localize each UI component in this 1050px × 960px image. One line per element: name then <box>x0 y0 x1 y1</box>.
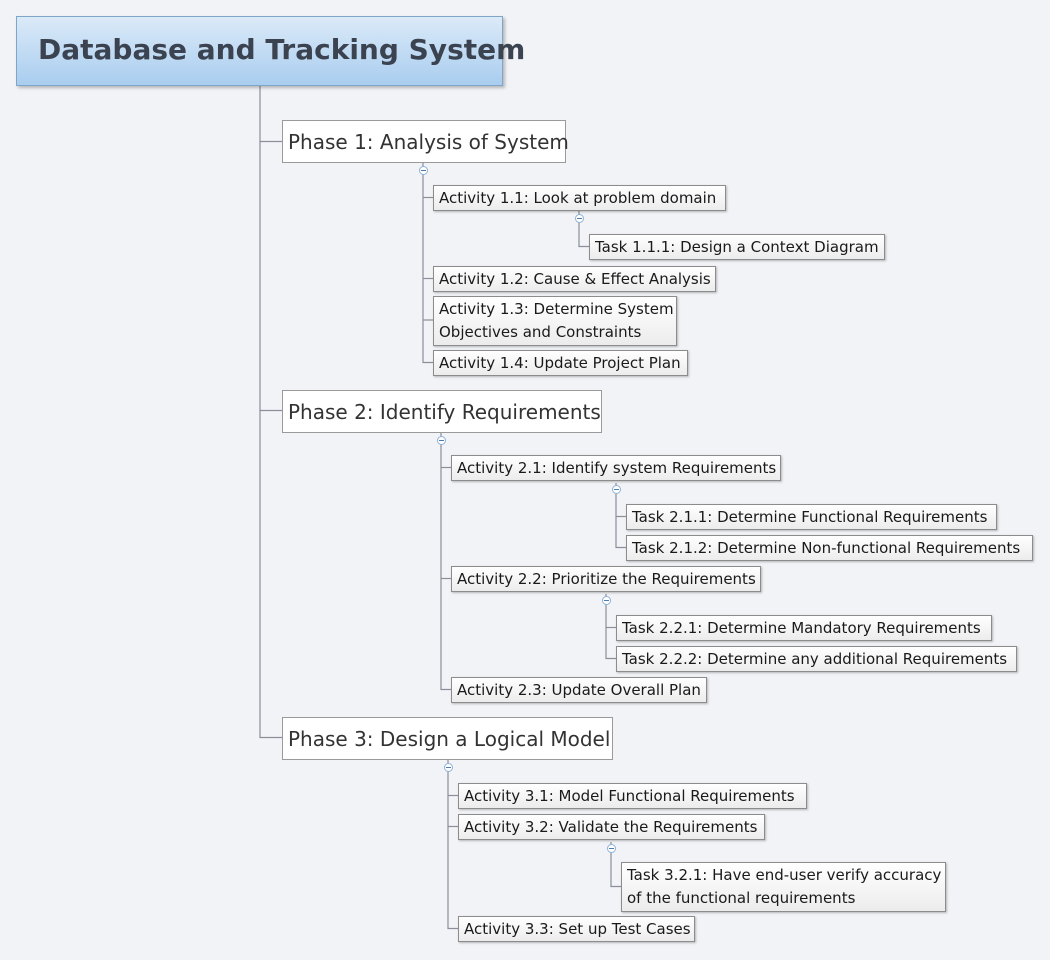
collapse-activity-1-1-icon[interactable] <box>575 214 584 223</box>
task-2-1-2-topic[interactable]: Task 2.1.2: Determine Non-functional Req… <box>626 535 1033 561</box>
activity-1-1-topic[interactable]: Activity 1.1: Look at problem domain <box>433 185 726 211</box>
activity-2-3-topic[interactable]: Activity 2.3: Update Overall Plan <box>451 677 707 703</box>
task-3-2-1-topic[interactable]: Task 3.2.1: Have end-user verify accurac… <box>621 862 946 912</box>
activity-2-2-topic[interactable]: Activity 2.2: Prioritize the Requirement… <box>451 566 761 592</box>
collapse-activity-2-1-icon[interactable] <box>612 485 621 494</box>
activity-3-2-topic[interactable]: Activity 3.2: Validate the Requirements <box>458 814 765 840</box>
activity-1-4-topic[interactable]: Activity 1.4: Update Project Plan <box>433 350 688 376</box>
activity-3-1-topic[interactable]: Activity 3.1: Model Functional Requireme… <box>458 783 807 809</box>
activity-1-3-topic[interactable]: Activity 1.3: Determine System Objective… <box>433 296 677 346</box>
phase-2-topic[interactable]: Phase 2: Identify Requirements <box>282 390 602 433</box>
task-2-2-1-topic[interactable]: Task 2.2.1: Determine Mandatory Requirem… <box>616 615 992 641</box>
activity-3-3-topic[interactable]: Activity 3.3: Set up Test Cases <box>458 916 695 942</box>
root-topic[interactable]: Database and Tracking System <box>16 16 525 86</box>
activity-1-2-topic[interactable]: Activity 1.2: Cause & Effect Analysis <box>433 266 716 292</box>
phase-1-topic[interactable]: Phase 1: Analysis of System <box>282 120 569 163</box>
activity-2-1-topic[interactable]: Activity 2.1: Identify system Requiremen… <box>451 455 781 481</box>
task-3-2-1-line-1: Task 3.2.1: Have end-user verify accurac… <box>627 866 942 884</box>
collapse-activity-2-2-icon[interactable] <box>602 596 611 605</box>
phase-3-topic[interactable]: Phase 3: Design a Logical Model <box>282 717 613 760</box>
collapse-phase-1-icon[interactable] <box>419 166 428 175</box>
collapse-phase-3-icon[interactable] <box>444 763 453 772</box>
activity-1-3-line-1: Activity 1.3: Determine System <box>439 300 674 318</box>
collapse-activity-3-2-icon[interactable] <box>607 844 616 853</box>
activity-1-3-line-2: Objectives and Constraints <box>439 323 642 341</box>
task-3-2-1-line-2: of the functional requirements <box>627 889 856 907</box>
task-2-2-2-topic[interactable]: Task 2.2.2: Determine any additional Req… <box>616 646 1017 672</box>
task-1-1-1-topic[interactable]: Task 1.1.1: Design a Context Diagram <box>589 234 885 260</box>
collapse-phase-2-icon[interactable] <box>437 436 446 445</box>
task-2-1-1-topic[interactable]: Task 2.1.1: Determine Functional Require… <box>626 504 997 530</box>
